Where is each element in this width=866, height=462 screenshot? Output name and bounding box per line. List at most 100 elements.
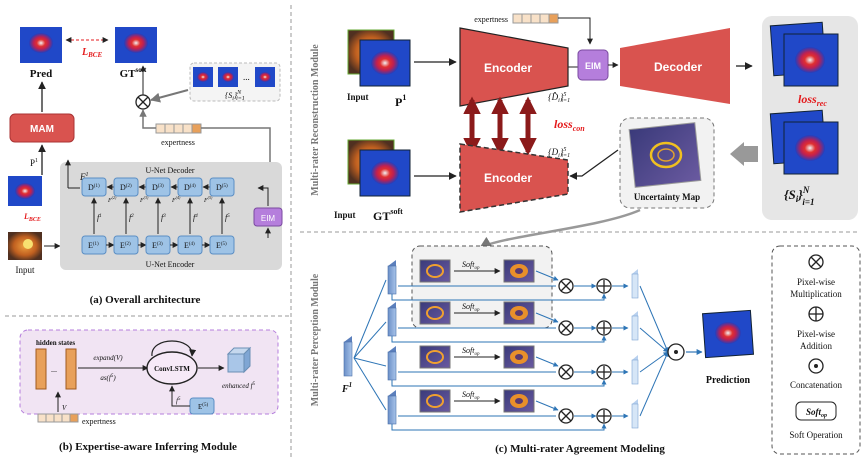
big-gray-arrow [730, 142, 744, 166]
f1-label-c: F1 [341, 381, 352, 395]
lbce-left-label: LBCE [23, 212, 41, 223]
mam-block [9, 113, 75, 143]
enc-feature-label-3: f3 [161, 213, 166, 222]
lbce-top-label: LBCE [81, 47, 102, 59]
soft-op-label-3: Softop [462, 346, 480, 357]
decoder-block-1 [81, 177, 107, 197]
caption-a: (a) Overall architecture [90, 294, 201, 306]
encoder-top-label: Encoder [484, 61, 532, 75]
branch-output-3 [631, 359, 639, 385]
hidden-dots: ... [51, 365, 57, 374]
legend-soft-line1: Soft Operation [789, 430, 843, 440]
expand-label: expand(V) [93, 354, 123, 362]
eim-label-r: EIM [585, 61, 601, 71]
hidden-states-label: hidden states [36, 339, 75, 347]
legend-add-line2: Addition [800, 341, 833, 351]
input-stack-2 [347, 139, 411, 197]
p1-output-image [8, 176, 42, 206]
encoder-blocks: E(1)f1E(2)f2E(3)f3E(4)f4E(5)f5 [81, 197, 235, 255]
expertness-label-b: expertness [82, 417, 116, 426]
eim-block-a [253, 207, 283, 227]
enc-feature-label-1: f1 [97, 213, 102, 222]
uncertainty-to-perception-arrow [478, 208, 641, 250]
enc-feature-label-2: f2 [129, 213, 134, 222]
decoder-block-label-4: D(4) [184, 183, 196, 192]
f1-feature-c [343, 336, 353, 377]
panel-c-agreement: Multi-rater Perception Module F1 SoftopS… [310, 208, 755, 431]
p1-label-r: P1 [395, 93, 406, 109]
uncertainty-map-label: Uncertainty Map [634, 192, 700, 202]
hidden-state-n [65, 348, 77, 390]
e5-label-b: E(5) [198, 403, 208, 411]
si-dots: ... [243, 72, 250, 82]
expertness-label-r: expertness [474, 15, 508, 24]
legend-soft-icon [795, 401, 837, 421]
decoder-block-4 [177, 177, 203, 197]
branch-output-4 [631, 403, 639, 429]
si-output-stack-top [769, 21, 839, 87]
mam-label: MAM [30, 124, 54, 135]
as-label: as(f5) [100, 374, 116, 382]
convlstm-node [146, 351, 198, 385]
panel-b-eim: hidden states ... expand(V) as(f5) ConvL… [19, 329, 279, 426]
input-label-a: Input [16, 265, 35, 275]
decoder-label: Decoder [654, 60, 702, 74]
branch-output-2 [631, 315, 639, 341]
encoder-block-5 [209, 235, 235, 255]
eim-label-a: EIM [261, 214, 276, 223]
expertness-vector-a [155, 123, 202, 134]
fanout-line-2 [353, 321, 387, 359]
dec-feature-label-5: F(5) [203, 195, 213, 204]
pred-image [20, 27, 62, 63]
soft-op-label-1: Softop [462, 260, 480, 271]
encoder-bottom [459, 143, 569, 213]
decoder-blocks: D(1)F(2)D(2)F(3)D(3)F(4)D(4)F(5)D(5) [81, 177, 235, 204]
encoder-top [459, 27, 569, 107]
branch-feature-2 [387, 307, 397, 337]
f5-label-b: f5 [176, 397, 181, 405]
encoder-bottom-label: Encoder [484, 171, 532, 185]
enc-feature-label-5: f5 [225, 213, 230, 222]
branch-feature-1 [387, 265, 397, 295]
hidden-state-1 [35, 348, 47, 390]
enhanced-cube [226, 346, 252, 374]
expertness-vector-r [512, 13, 559, 24]
fanout-line-4 [353, 357, 387, 411]
panel-reconstruction: Multi-rater Reconstruction Module expert… [310, 13, 858, 223]
caption-c: (c) Multi-rater Agreement Modeling [495, 443, 665, 455]
uncertainty-thumb-1 [419, 259, 451, 283]
v-label: V [62, 404, 67, 412]
encoder-block-label-5: E(5) [216, 241, 227, 250]
p1-label-a: P1 [30, 158, 38, 168]
uncertainty-thumb-2 [419, 301, 451, 325]
convlstm-label: ConvLSTM [154, 365, 190, 373]
dec-feature-label-3: F(3) [139, 195, 149, 204]
fanout-line-3 [353, 357, 387, 367]
legend-multiply-line2: Multiplication [790, 289, 842, 299]
encoder-block-label-1: E(1) [88, 241, 99, 250]
input-image-a [8, 232, 42, 260]
legend-soft-text: Softop [806, 407, 827, 419]
input-label-r1: Input [347, 92, 369, 102]
gt-soft-image [115, 27, 157, 63]
f1-label-a: F1 [79, 172, 89, 182]
loss-con-label: losscon [554, 117, 585, 133]
decoder-block-2 [113, 177, 139, 197]
input-label-r2: Input [334, 210, 356, 220]
decoder-block-label-5: D(5) [216, 183, 228, 192]
legend-concat-line1: Concatenation [790, 380, 842, 390]
prediction-image [701, 309, 755, 359]
input-stack-1 [347, 29, 411, 87]
decoder-block [620, 28, 730, 104]
perception-side-title: Multi-rater Perception Module [310, 273, 321, 406]
consistency-arrows [463, 96, 537, 156]
decoder-block-label-3: D(3) [152, 183, 164, 192]
legend-multiply-line1: Pixel-wise [797, 277, 835, 287]
soft-op-label-2: Softop [462, 302, 480, 313]
